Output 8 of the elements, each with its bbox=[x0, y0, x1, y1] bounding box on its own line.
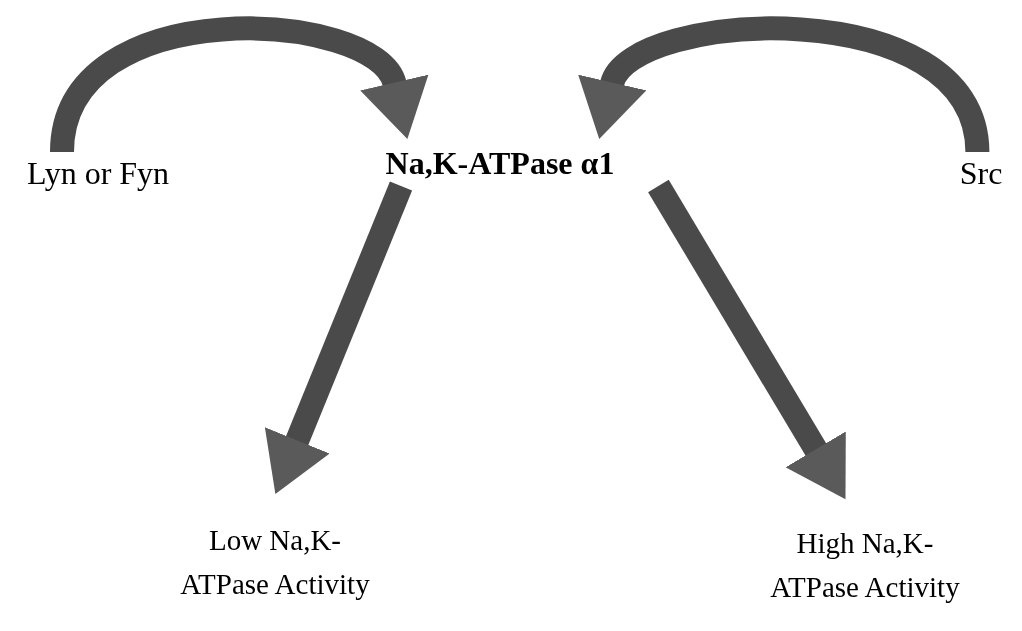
node-label: Low Na,K-ATPase Activity bbox=[180, 523, 370, 602]
arrow bbox=[648, 179, 846, 500]
node-label: Src bbox=[959, 154, 1003, 193]
arrow bbox=[581, 16, 990, 155]
node-label: Lyn or Fyn bbox=[26, 154, 170, 193]
node-label: High Na,K-ATPase Activity bbox=[770, 526, 960, 605]
arrow bbox=[264, 181, 413, 495]
node-label: Na,K-ATPase α1 bbox=[385, 144, 615, 183]
